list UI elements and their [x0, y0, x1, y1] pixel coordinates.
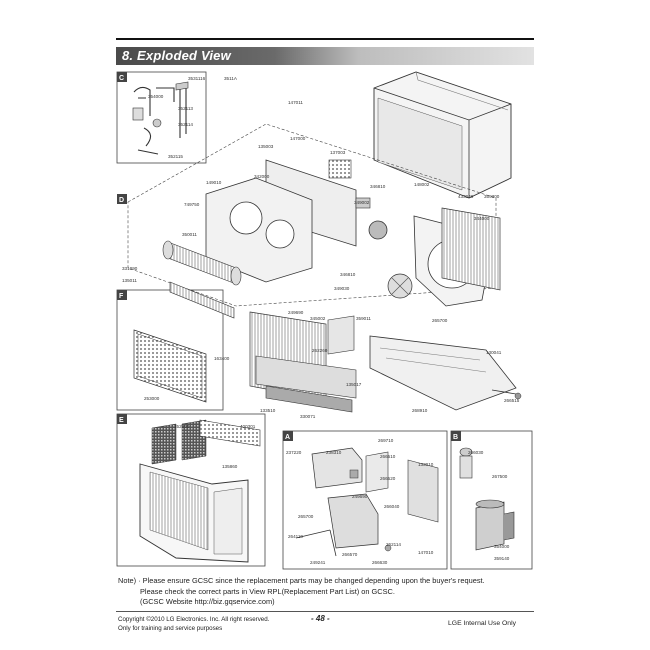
callout: 267500 — [492, 474, 508, 479]
callout: 352113 — [178, 106, 193, 111]
page-number: - 48 - — [311, 614, 330, 623]
callout: 354000 — [148, 94, 164, 99]
note-line: Please check the correct parts in View R… — [140, 586, 395, 596]
callout: 262114 — [386, 542, 401, 547]
callout: 349002 — [354, 200, 370, 205]
callout: 3511A — [224, 76, 238, 81]
training-text: Only for training and service purposes — [118, 624, 223, 632]
section-a-label: A — [285, 434, 290, 441]
callout: 346810 — [370, 184, 386, 189]
callout: 266030 — [468, 450, 484, 455]
callout: 135011 — [122, 278, 137, 283]
callout: 249690 — [352, 494, 368, 499]
callout: 268910 — [412, 408, 428, 413]
callout: 264110 — [288, 534, 303, 539]
copyright-text: Copyright ©2010 LG Electronics. Inc. All… — [118, 616, 270, 623]
callout: 163400 — [214, 356, 230, 361]
callout: 266510 — [380, 454, 396, 459]
callout: 400301 — [240, 424, 256, 429]
callout: 133510 — [260, 408, 276, 413]
callout: 359011 — [356, 316, 371, 321]
callout: 352115 — [168, 154, 183, 159]
callout: 330071 — [300, 414, 316, 419]
callout: 346810 — [340, 272, 356, 277]
callout: 137003 — [330, 150, 346, 155]
callout: 149010 — [206, 180, 222, 185]
callout: 266515 — [504, 398, 520, 403]
exploded-view-diagram: C D — [116, 68, 534, 573]
section-d-assembly: D — [117, 123, 501, 307]
section-e-label: E — [119, 417, 124, 424]
callout: 266520 — [380, 476, 396, 481]
callout: 433046 — [458, 194, 474, 199]
callout: 135017 — [346, 382, 362, 387]
callout: 345002 — [310, 316, 326, 321]
evaporator-assembly — [249, 311, 522, 413]
callout: 265700 — [432, 318, 448, 323]
callout: 350011 — [182, 232, 197, 237]
callout: 262260 — [312, 348, 328, 353]
footer-copyright-block: Copyright ©2010 LG Electronics. Inc. All… — [118, 616, 269, 633]
callout: 342000 — [254, 174, 270, 179]
section-f-label: F — [119, 293, 124, 300]
replacement-note: Note) · Please ensure GCSC since the rep… — [118, 576, 538, 608]
callout: 749750 — [184, 202, 200, 207]
callout: 344000 — [474, 216, 490, 221]
callout: 249690 — [288, 310, 304, 315]
section-b-label: B — [453, 434, 458, 441]
callout: 147011 — [288, 100, 303, 105]
callout: 147000 — [290, 136, 306, 141]
callout: 148002 — [414, 182, 430, 187]
callout: 3531116 — [188, 76, 206, 81]
note-line: (GCSC Website http://biz.gqservice.com) — [140, 597, 275, 606]
section-e-box: E — [116, 413, 266, 567]
section-b-box: B — [450, 430, 533, 570]
callout: 237220 — [286, 450, 302, 455]
callout: 359140 — [494, 556, 510, 561]
callout: 147010 — [418, 550, 434, 555]
callout: 253000 — [144, 396, 160, 401]
section-title-bar: 8. Exploded View — [116, 47, 534, 65]
internal-use-label: LGE Internal Use Only — [448, 620, 516, 627]
callout: 359300 — [484, 194, 500, 199]
callout: 349030 — [334, 286, 350, 291]
footer-rule — [116, 611, 534, 612]
callout: 266040 — [384, 504, 400, 509]
callout: 133010 — [418, 462, 434, 467]
callout: 269710 — [378, 438, 394, 443]
section-d-label: D — [119, 197, 124, 204]
callout: 352114 — [178, 122, 193, 127]
callout: 238310 — [326, 450, 342, 455]
page-title: 8. Exploded View — [122, 48, 231, 63]
callout: 249241 — [310, 560, 326, 565]
cabinet-case — [373, 71, 512, 199]
callout: 135003 — [258, 144, 274, 149]
section-f-box: F — [116, 281, 235, 411]
callout: 354000 — [494, 544, 510, 549]
top-rule — [116, 38, 534, 40]
callout-labels: 3531116 3511A 354000 352113 352114 35211… — [122, 76, 520, 565]
callout: 265700 — [298, 514, 314, 519]
section-c-box: C — [116, 71, 207, 164]
callout: 152500 — [174, 424, 190, 429]
callout: 266570 — [342, 552, 358, 557]
callout: 331090 — [122, 266, 138, 271]
callout: 135860 — [222, 464, 238, 469]
section-c-label: C — [119, 75, 124, 82]
section-a-box: A — [282, 430, 448, 570]
callout: 130041 — [486, 350, 502, 355]
callout: 266630 — [372, 560, 388, 565]
note-line: Note) · Please ensure GCSC since the rep… — [118, 576, 485, 585]
